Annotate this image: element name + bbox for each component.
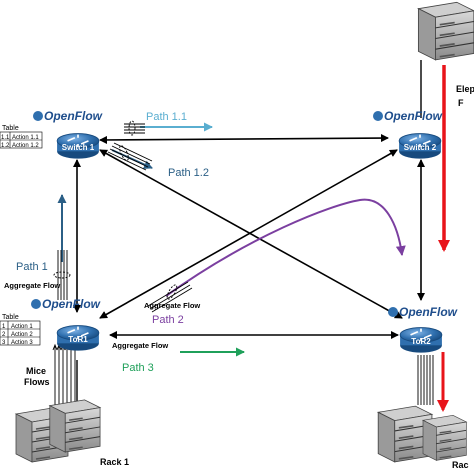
aggregate-flow-label: Aggregate Flow xyxy=(144,301,200,310)
aggregate-flow-label: Aggregate Flow xyxy=(4,281,60,290)
table-cell: 2 xyxy=(2,332,6,338)
table-cell: Action 3 xyxy=(11,340,33,346)
table-title: Table xyxy=(2,125,19,132)
network-links xyxy=(73,60,425,410)
rack-1-label: Rack 1 xyxy=(100,457,129,467)
tor-1-node[interactable]: ToR1 OpenFlow xyxy=(31,297,101,352)
switch-1-flow-table: Table 1.1 Action 1.1 1.2 Action 1.2 xyxy=(0,125,43,149)
rack-2-servers xyxy=(377,405,468,463)
openflow-logo-icon xyxy=(33,111,43,121)
openflow-brand: OpenFlow xyxy=(44,109,103,123)
path-1-label: Path 1 xyxy=(16,261,48,273)
path-2-label: Path 2 xyxy=(152,314,184,326)
tor-1-flow-table: Table 1 Action 1 2 Action 2 3 Action 3 xyxy=(0,314,41,346)
table-cell: Action 1.1 xyxy=(12,135,39,141)
openflow-brand: OpenFlow xyxy=(399,305,458,319)
bundle-path-1-2 xyxy=(107,142,153,171)
table-title: Table xyxy=(2,314,19,321)
bundle-path-1 xyxy=(53,250,71,300)
openflow-logo-icon xyxy=(373,111,383,121)
table-cell: 1.1 xyxy=(1,135,10,141)
flow-paths xyxy=(57,65,450,412)
path-2-arrow xyxy=(165,198,406,297)
tor-2-node[interactable]: ToR2 OpenFlow xyxy=(388,305,458,354)
flow-bundles xyxy=(52,120,434,405)
link-switch2-tor1 xyxy=(99,149,398,319)
table-cell: Action 1 xyxy=(11,324,33,330)
elephant-flow-label: F xyxy=(458,98,464,108)
switch-2-label: Switch 2 xyxy=(404,143,437,152)
table-cell: Action 1.2 xyxy=(12,143,39,149)
rack-2-label: Rac xyxy=(452,460,469,470)
openflow-logo-icon xyxy=(31,299,41,309)
tor-2-label: ToR2 xyxy=(411,337,431,346)
rack-1-servers xyxy=(15,399,101,463)
switch-1-label: Switch 1 xyxy=(62,143,95,152)
bundle-path-2 xyxy=(147,281,193,313)
switch-1-node[interactable]: Switch 1 OpenFlow xyxy=(33,109,103,160)
table-cell: Action 2 xyxy=(11,332,33,338)
table-cell: 3 xyxy=(2,340,6,346)
elephant-flow-label: Elep xyxy=(456,84,474,94)
aggregate-flow-label: Aggregate Flow xyxy=(112,341,168,350)
openflow-brand: OpenFlow xyxy=(384,109,443,123)
table-cell: 1 xyxy=(2,324,6,330)
tor-1-label: ToR1 xyxy=(68,335,88,344)
path-1-2-label: Path 1.2 xyxy=(168,167,209,179)
bundle-mice-flows xyxy=(52,343,78,405)
openflow-brand: OpenFlow xyxy=(42,297,101,311)
path-3-label: Path 3 xyxy=(122,362,154,374)
bundle-path-1-1 xyxy=(124,120,145,136)
link-switch1-switch2 xyxy=(99,134,389,144)
path-1-1-label: Path 1.1 xyxy=(146,111,187,123)
openflow-logo-icon xyxy=(388,307,398,317)
table-cell: 1.2 xyxy=(1,143,10,149)
switch-2-node[interactable]: Switch 2 OpenFlow xyxy=(373,109,443,160)
bundle-tor2-rack2 xyxy=(417,355,434,405)
elephant-source-servers xyxy=(417,1,474,61)
mice-flows-label: Mice xyxy=(26,366,46,376)
mice-flows-label: Flows xyxy=(24,377,50,387)
